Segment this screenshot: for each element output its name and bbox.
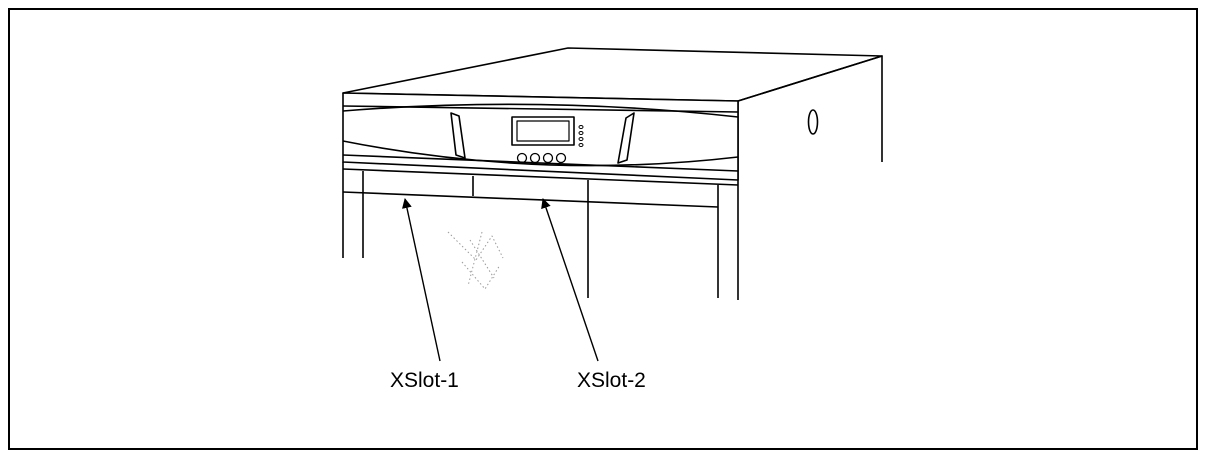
cabinet-side bbox=[737, 55, 883, 162]
right-door-handle bbox=[617, 112, 635, 164]
figure-border bbox=[8, 8, 1198, 450]
tape-library-illustration bbox=[342, 47, 883, 300]
callout-label-xslot-2: XSlot-2 bbox=[577, 369, 646, 392]
watermark-scribble bbox=[447, 231, 504, 290]
arrow-icon bbox=[541, 198, 599, 362]
front-bezel bbox=[342, 92, 739, 181]
status-leds bbox=[578, 125, 584, 147]
slot-band-bottom bbox=[342, 191, 719, 208]
bezel-bottom-line bbox=[342, 154, 739, 172]
display-panel bbox=[511, 116, 575, 146]
control-buttons bbox=[516, 152, 567, 164]
left-door-handle bbox=[450, 112, 466, 159]
bezel-curve-bottom bbox=[342, 140, 739, 167]
cabinet-top bbox=[342, 47, 883, 102]
display-screen bbox=[516, 120, 570, 142]
callout-arrows bbox=[402, 198, 599, 362]
callout-label-xslot-1: XSlot-1 bbox=[390, 369, 459, 392]
slot-band-top bbox=[342, 168, 739, 186]
side-handle bbox=[807, 109, 819, 135]
arrow-icon bbox=[402, 198, 441, 362]
bezel-curve-top bbox=[342, 103, 739, 118]
